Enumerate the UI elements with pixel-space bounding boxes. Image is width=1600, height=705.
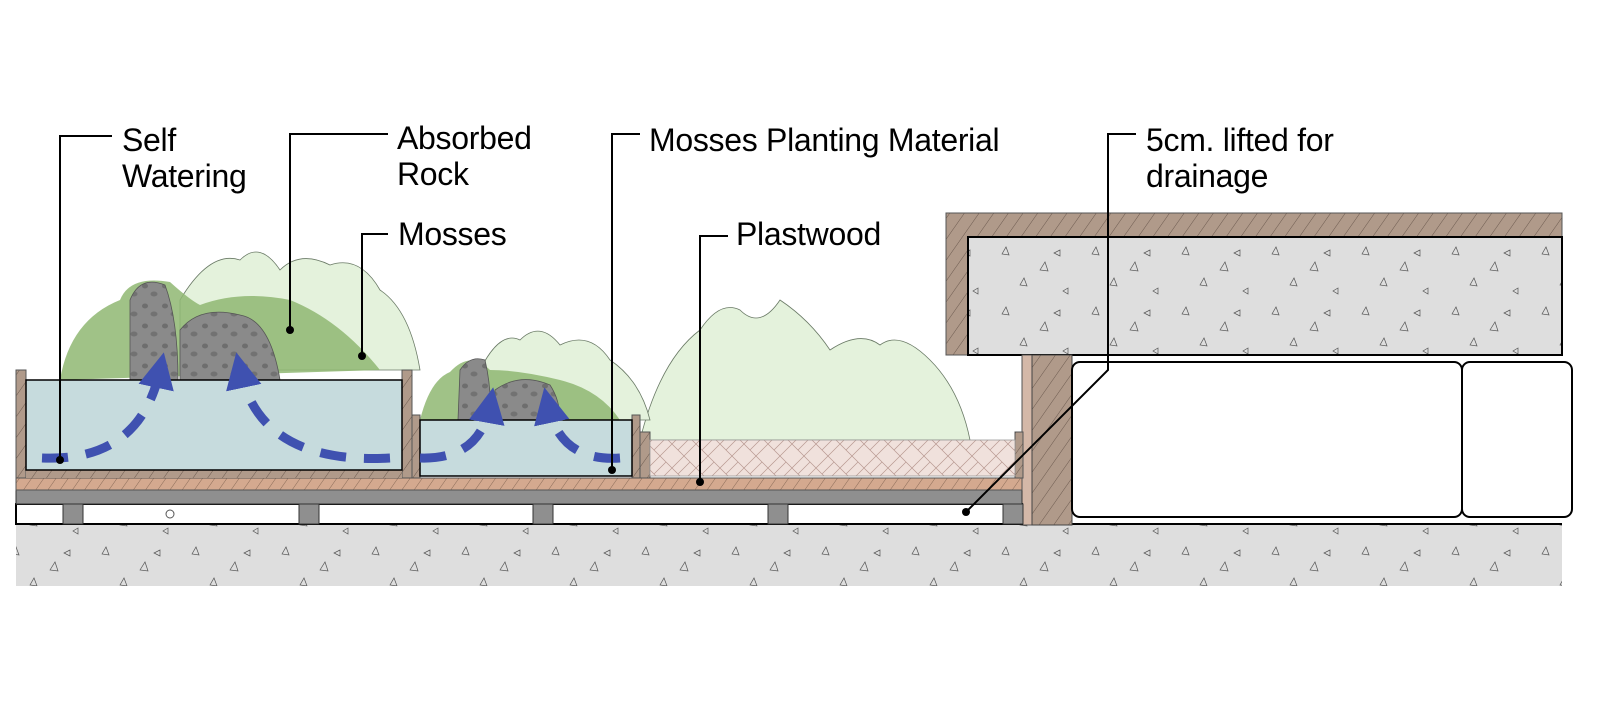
- ground-slab: [16, 524, 1562, 586]
- water-flow-arrows: [41, 352, 621, 463]
- plastwood-deck: [15, 477, 1023, 491]
- column: [1021, 354, 1073, 526]
- leader-dots: [56, 326, 970, 516]
- label-lifted-drainage: 5cm. lifted for drainage: [1146, 122, 1334, 194]
- steel-beam: [15, 489, 1023, 505]
- mosses-planting-bed: [639, 431, 1024, 479]
- label-plastwood: Plastwood: [736, 216, 881, 252]
- label-mosses-planting-material: Mosses Planting Material: [649, 122, 1000, 158]
- void-box: [1071, 361, 1463, 518]
- label-absorbed-rock: Absorbed Rock: [397, 120, 532, 192]
- upper-slab: [945, 212, 1563, 356]
- water: [419, 419, 633, 477]
- label-self-watering: Self Watering: [122, 122, 247, 194]
- label-mosses: Mosses: [398, 216, 507, 252]
- leader-lines: [59, 133, 1136, 513]
- void-box: [1461, 361, 1573, 518]
